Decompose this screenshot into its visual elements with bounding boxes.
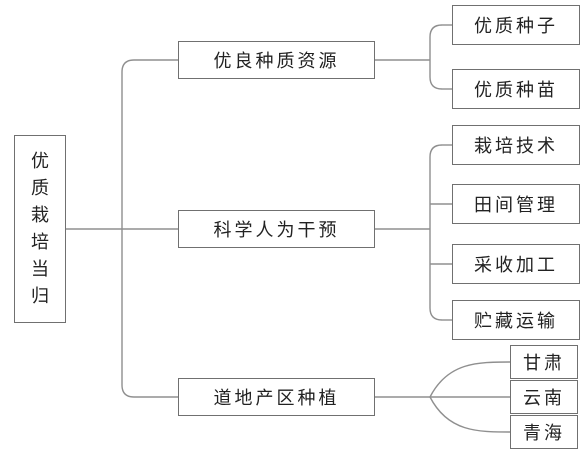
root-char-4: 培 [31,232,49,253]
branch-label: 优良种质资源 [213,51,340,72]
leaf-label: 栽培技术 [474,136,558,157]
connector-branch-1-spine [429,24,443,90]
leaf-node-harvest: 采收加工 [452,244,580,284]
connector-to-leaf-qinghai [429,396,511,433]
leaf-label: 优质种子 [474,16,558,37]
leaf-label: 采收加工 [474,255,558,276]
leaf-node-cultivation: 栽培技术 [452,125,580,165]
leaf-node-yunnan: 云南 [510,380,578,414]
root-char-2: 质 [31,178,49,199]
connector-to-leaf-gansu [429,361,511,398]
branch-node-germplasm: 优良种质资源 [178,41,375,79]
root-char-6: 归 [31,286,49,307]
leaf-node-seedling: 优质种苗 [452,69,580,109]
leaf-label: 甘肃 [523,353,565,374]
root-node: 优 质 栽 培 当 归 [14,135,66,323]
branch-node-origin: 道地产区种植 [178,378,375,416]
leaf-node-gansu: 甘肃 [510,345,578,379]
branch-label: 道地产区种植 [213,388,340,409]
leaf-label: 优质种苗 [474,80,558,101]
leaf-label: 云南 [523,388,565,409]
root-char-5: 当 [31,259,49,280]
leaf-node-storage: 贮藏运输 [452,300,580,340]
leaf-node-field-management: 田间管理 [452,184,580,224]
leaf-label: 青海 [523,423,565,444]
branch-label: 科学人为干预 [213,220,340,241]
connector-branch-2-spine [429,144,443,321]
leaf-node-qinghai: 青海 [510,415,578,449]
branch-node-intervention: 科学人为干预 [178,210,375,248]
leaf-label: 田间管理 [474,195,558,216]
leaf-node-seed: 优质种子 [452,5,580,45]
root-char-1: 优 [31,151,49,172]
leaf-label: 贮藏运输 [474,311,558,332]
root-char-3: 栽 [31,205,49,226]
